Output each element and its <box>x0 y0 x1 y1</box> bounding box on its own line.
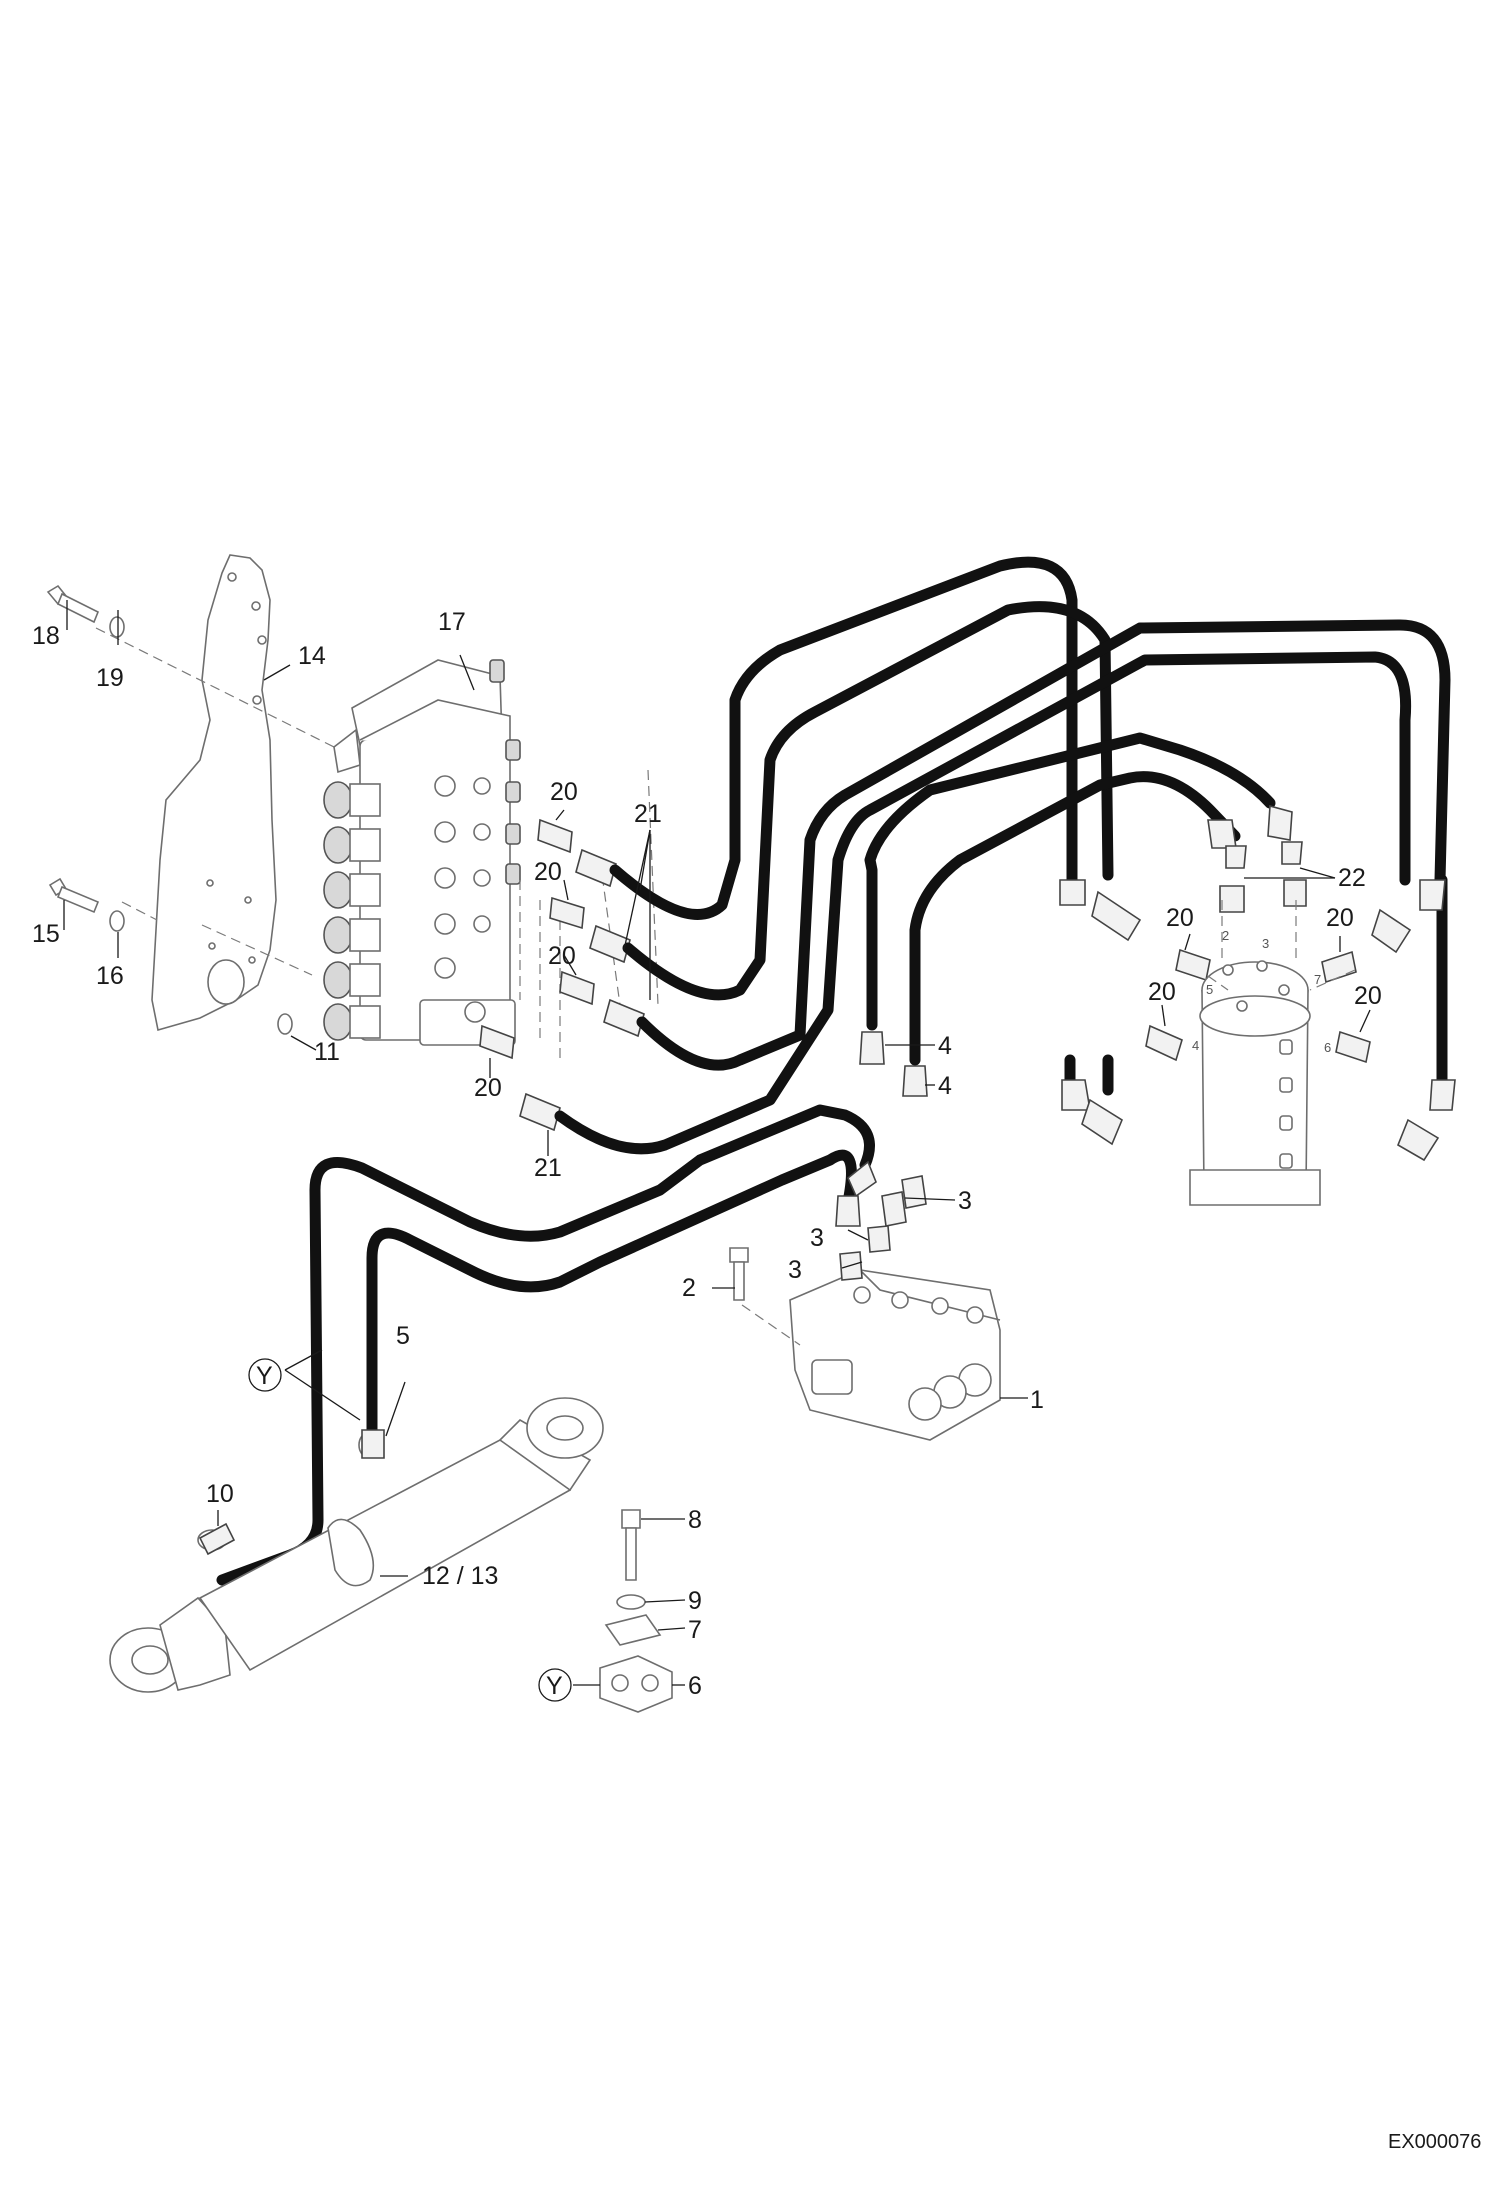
swivel-port-labels: 2 3 5 7 4 6 <box>1192 928 1331 1055</box>
hose-end-10 <box>198 1522 236 1556</box>
hydraulic-hoses <box>216 556 1451 1586</box>
washer-19 <box>109 616 125 638</box>
swivel-port-3: 3 <box>1262 936 1269 951</box>
callout-3-b: 3 <box>810 1224 824 1252</box>
callout-20-b: 20 <box>534 858 562 886</box>
callout-20-f: 20 <box>1326 904 1354 932</box>
callout-11: 11 <box>314 1038 340 1066</box>
swivel-port-4: 4 <box>1192 1038 1199 1053</box>
callout-20-a: 20 <box>550 778 578 806</box>
bolt-2 <box>729 1247 749 1301</box>
callout-6: 6 <box>688 1672 702 1700</box>
callout-9: 9 <box>688 1587 702 1615</box>
callout-20-d: 20 <box>474 1074 502 1102</box>
main-control-valve <box>323 659 521 1046</box>
hose-end-5 <box>361 1429 385 1459</box>
callout-1: 1 <box>1030 1386 1044 1414</box>
hose-end-21-set <box>519 848 645 1132</box>
callout-7: 7 <box>688 1616 702 1644</box>
y-callout-circle-clamp <box>538 1668 572 1702</box>
callout-labels: 18 19 14 17 15 16 11 20 20 20 20 21 21 4… <box>32 608 1382 1700</box>
callout-8: 8 <box>688 1506 702 1534</box>
callout-20-c: 20 <box>548 942 576 970</box>
screw-18 <box>46 584 100 624</box>
swivel-port-2: 2 <box>1222 928 1229 943</box>
document-id: EX000076 <box>1388 2131 1481 2153</box>
adapter-20-set-swivel <box>1145 879 1371 1064</box>
callout-19: 19 <box>96 664 124 692</box>
swivel-port-6: 6 <box>1324 1040 1331 1055</box>
callout-5: 5 <box>396 1322 410 1350</box>
callout-y-cylinder: Y <box>256 1362 273 1390</box>
auxiliary-valve <box>789 1269 1001 1441</box>
fitting-3-set <box>839 1175 927 1281</box>
callout-2: 2 <box>682 1274 696 1302</box>
callout-15: 15 <box>32 920 60 948</box>
valve-ports <box>434 659 521 1023</box>
callout-20-e: 20 <box>1166 904 1194 932</box>
callout-21-a: 21 <box>634 800 662 828</box>
callout-22: 22 <box>1338 864 1366 892</box>
callout-12-13: 12 / 13 <box>422 1562 498 1590</box>
hydraulic-cylinder <box>109 1397 604 1693</box>
callout-y-clamp: Y <box>546 1672 563 1700</box>
callout-4-b: 4 <box>938 1072 952 1100</box>
callout-21-b: 21 <box>534 1154 562 1182</box>
screw-15 <box>48 877 100 914</box>
callout-10: 10 <box>206 1480 234 1508</box>
callout-14: 14 <box>298 642 326 670</box>
callout-16: 16 <box>96 962 124 990</box>
spool-knobs <box>323 781 381 1041</box>
mounting-plate <box>151 554 277 1032</box>
swivel-port-7: 7 <box>1314 972 1321 987</box>
swivel-elbows <box>1059 804 1456 1162</box>
swivel-port-5: 5 <box>1206 982 1213 997</box>
hose-fitting-4-set <box>835 1031 928 1227</box>
adapter-20-set-left <box>479 818 595 1060</box>
callout-3-c: 3 <box>788 1256 802 1284</box>
callout-18: 18 <box>32 622 60 650</box>
callout-20-h: 20 <box>1354 982 1382 1010</box>
washer-16 <box>109 910 125 932</box>
y-callout-circle-cylinder <box>248 1358 282 1392</box>
clamp-stack <box>599 1509 673 1713</box>
callout-17: 17 <box>438 608 466 636</box>
leader-lines <box>63 600 1371 1686</box>
callout-3-a: 3 <box>958 1187 972 1215</box>
washer-11 <box>277 1013 293 1035</box>
callout-4-a: 4 <box>938 1032 952 1060</box>
callout-20-g: 20 <box>1148 978 1176 1006</box>
swivel-joint <box>1189 960 1321 1206</box>
